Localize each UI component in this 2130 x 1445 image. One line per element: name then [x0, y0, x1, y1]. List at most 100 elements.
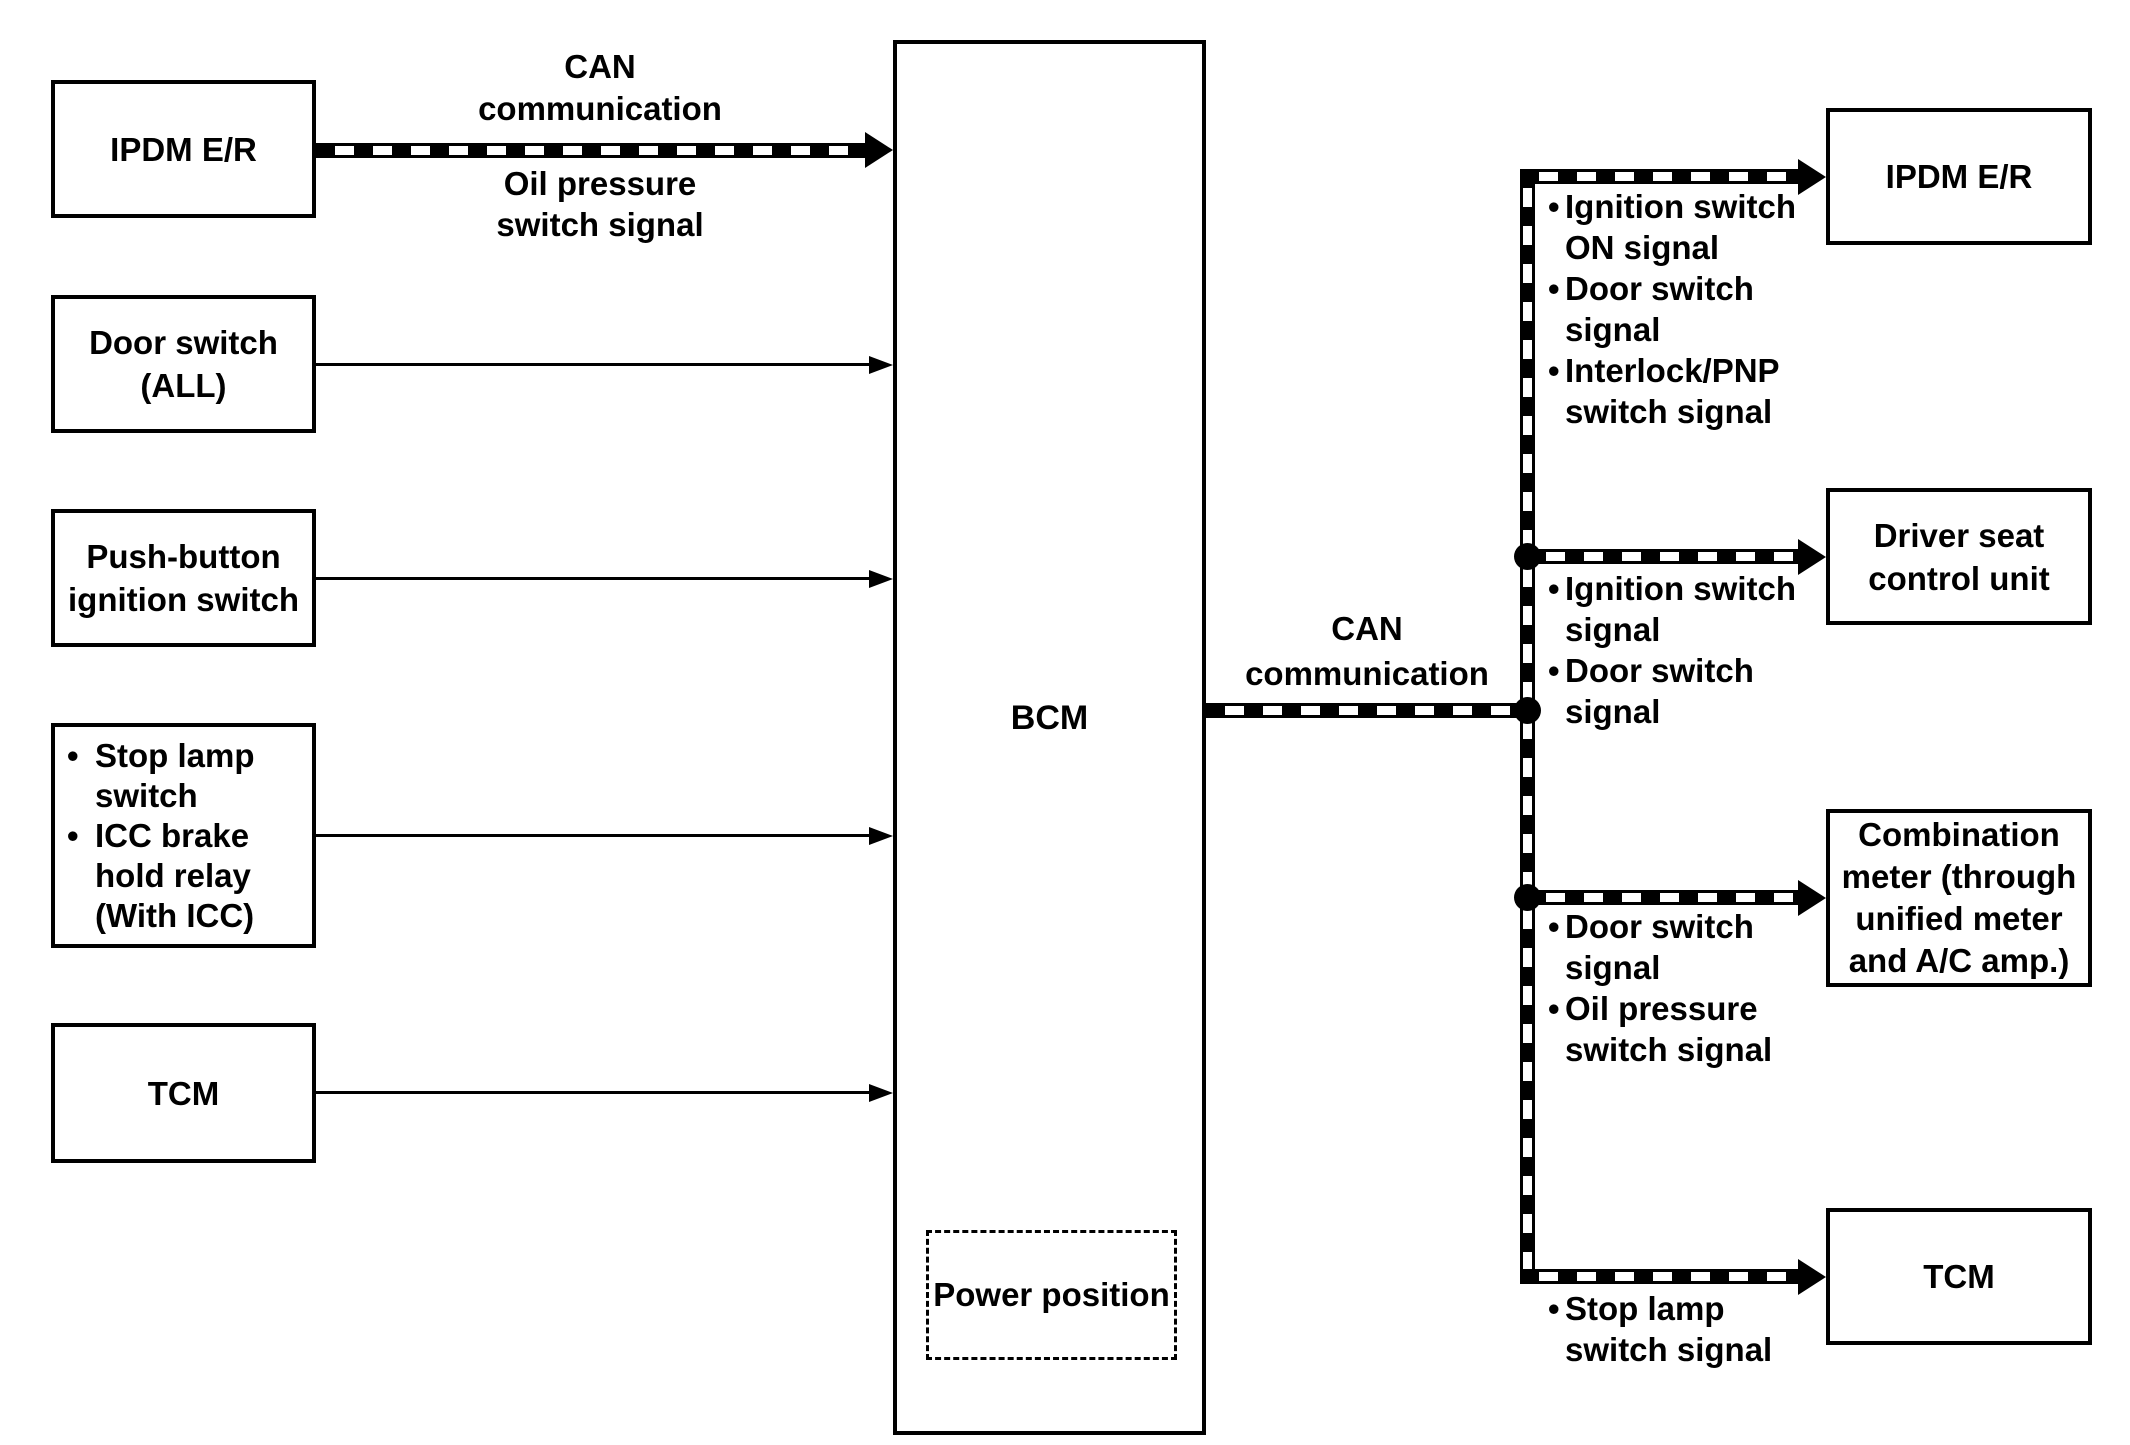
- node-tcm-right: TCM: [1826, 1208, 2092, 1345]
- can-communication-label-right: CAN communication: [1206, 606, 1528, 696]
- node-label: IPDM E/R: [1885, 158, 2033, 195]
- bullet-text: Door switch signal: [1565, 650, 1754, 732]
- signal-list-ipdm: • Ignition switch ON signal • Door switc…: [1548, 186, 1828, 432]
- label-line: switch signal: [496, 206, 704, 243]
- bullet-text: Stop lamp switch: [95, 736, 255, 816]
- bullet-line: hold relay: [95, 856, 251, 894]
- bullet-icon: •: [1548, 352, 1560, 389]
- label-line: Oil pressure: [503, 165, 697, 202]
- bullet-text: Stop lamp switch signal: [1565, 1288, 1772, 1370]
- oil-pressure-switch-signal-label: Oil pressure switch signal: [380, 163, 820, 245]
- node-label: (ALL): [140, 367, 227, 404]
- bullet-icon: •: [1548, 270, 1560, 307]
- bullet-line: Ignition switch: [1565, 188, 1796, 225]
- node-bcm: BCM Power position: [893, 40, 1206, 1435]
- bullet-icon: •: [1548, 188, 1560, 225]
- bullet-line: Ignition switch: [1565, 570, 1796, 607]
- bullet-item: • Door switch signal: [1548, 650, 1754, 732]
- can-link-ipdm-to-bcm: [316, 143, 865, 158]
- arrowhead-icon: [869, 570, 893, 588]
- bullet-icon: •: [1548, 908, 1560, 945]
- bullet-icon: •: [1548, 1290, 1560, 1327]
- bullet-item: • Stop lamp switch signal: [1548, 1288, 1772, 1370]
- link-push-button-to-bcm: [316, 577, 869, 580]
- bullet-line: Oil pressure: [1565, 990, 1758, 1027]
- junction-dot-icon: [1514, 884, 1541, 911]
- node-label: Door switch: [89, 324, 278, 361]
- bullet-text: Oil pressure switch signal: [1565, 988, 1772, 1070]
- bullet-line: switch signal: [1565, 1031, 1773, 1068]
- arrowhead-icon: [1798, 880, 1826, 916]
- bullet-line: signal: [1565, 611, 1661, 648]
- node-label: Push-button: [86, 538, 281, 575]
- bullet-line: switch: [95, 776, 198, 814]
- node-tcm-left: TCM: [51, 1023, 316, 1163]
- bullet-line: signal: [1565, 693, 1661, 730]
- bullet-icon: •: [1548, 652, 1560, 689]
- arrowhead-icon: [869, 356, 893, 374]
- bullet-icon: •: [1548, 570, 1560, 607]
- node-door-switch: Door switch (ALL): [51, 295, 316, 433]
- can-branch-to-tcm: [1520, 1269, 1798, 1284]
- node-label: TCM: [147, 1074, 220, 1112]
- arrowhead-icon: [1798, 539, 1826, 575]
- junction-dot-icon: [1514, 543, 1541, 570]
- can-branch-to-driver-seat: [1527, 549, 1798, 564]
- node-ipdm-er-left: IPDM E/R: [51, 80, 316, 218]
- junction-dot-icon: [1514, 697, 1541, 724]
- bullet-text: Interlock/PNP switch signal: [1565, 350, 1780, 432]
- bullet-text: ICC brake hold relay (With ICC): [95, 816, 254, 936]
- bullet-item: • Stop lamp switch: [67, 736, 255, 816]
- node-label: ignition switch: [68, 581, 299, 618]
- node-label: TCM: [1923, 1258, 1995, 1295]
- bullet-text: Ignition switch signal: [1565, 568, 1796, 650]
- bullet-line: signal: [1565, 949, 1661, 986]
- bullet-line: (With ICC): [95, 896, 255, 934]
- node-label: meter (through: [1841, 858, 2077, 895]
- bullet-item: • Door switch signal: [1548, 268, 1754, 350]
- can-link-bcm-to-trunk: [1206, 703, 1531, 718]
- label-line: CAN: [564, 48, 636, 85]
- node-label: control unit: [1868, 559, 2050, 597]
- bullet-line: Stop lamp: [95, 736, 255, 774]
- node-label: IPDM E/R: [110, 130, 257, 168]
- node-label: unified meter: [1855, 900, 2063, 937]
- bullet-icon: •: [67, 816, 79, 854]
- bullet-line: Door switch: [1565, 652, 1754, 689]
- bullet-line: ICC brake: [95, 816, 250, 854]
- bullet-item: • Interlock/PNP switch signal: [1548, 350, 1780, 432]
- label-line: communication: [1245, 655, 1489, 692]
- bullet-line: Stop lamp: [1565, 1290, 1725, 1327]
- node-label: and A/C amp.): [1848, 942, 2070, 979]
- label-line: communication: [478, 90, 722, 127]
- node-combination-meter: Combination meter (through unified meter…: [1826, 809, 2092, 987]
- arrowhead-icon: [1798, 1259, 1826, 1295]
- node-bullet-list: • Stop lamp switch • ICC brake hold rela…: [55, 736, 255, 936]
- bullet-text: Door switch signal: [1565, 906, 1754, 988]
- bullet-item: • Ignition switch ON signal: [1548, 186, 1796, 268]
- bullet-line: signal: [1565, 311, 1661, 348]
- arrowhead-icon: [865, 132, 893, 168]
- bullet-item: • Ignition switch signal: [1548, 568, 1796, 650]
- can-communication-label-left: CAN communication: [380, 46, 820, 130]
- power-position-label: Power position: [933, 1276, 1170, 1313]
- node-ipdm-er-right: IPDM E/R: [1826, 108, 2092, 245]
- node-label: BCM: [1010, 699, 1089, 737]
- signal-list-driver-seat: • Ignition switch signal • Door switch s…: [1548, 568, 1828, 732]
- can-branch-to-combination-meter: [1527, 890, 1798, 905]
- node-driver-seat-control-unit: Driver seat control unit: [1826, 488, 2092, 625]
- bullet-line: switch signal: [1565, 1331, 1773, 1368]
- bullet-icon: •: [1548, 990, 1560, 1027]
- power-position-box: Power position: [926, 1230, 1177, 1360]
- bullet-text: Ignition switch ON signal: [1565, 186, 1796, 268]
- node-label: Combination: [1858, 816, 2060, 853]
- bullet-line: Door switch: [1565, 270, 1754, 307]
- signal-list-combination-meter: • Door switch signal • Oil pressure swit…: [1548, 906, 1828, 1070]
- node-stop-lamp-icc: • Stop lamp switch • ICC brake hold rela…: [51, 723, 316, 948]
- bullet-icon: •: [67, 736, 79, 774]
- arrowhead-icon: [869, 1084, 893, 1102]
- node-push-button-ignition-switch: Push-button ignition switch: [51, 509, 316, 647]
- label-line: CAN: [1331, 610, 1403, 647]
- signal-list-tcm: • Stop lamp switch signal: [1548, 1288, 1828, 1370]
